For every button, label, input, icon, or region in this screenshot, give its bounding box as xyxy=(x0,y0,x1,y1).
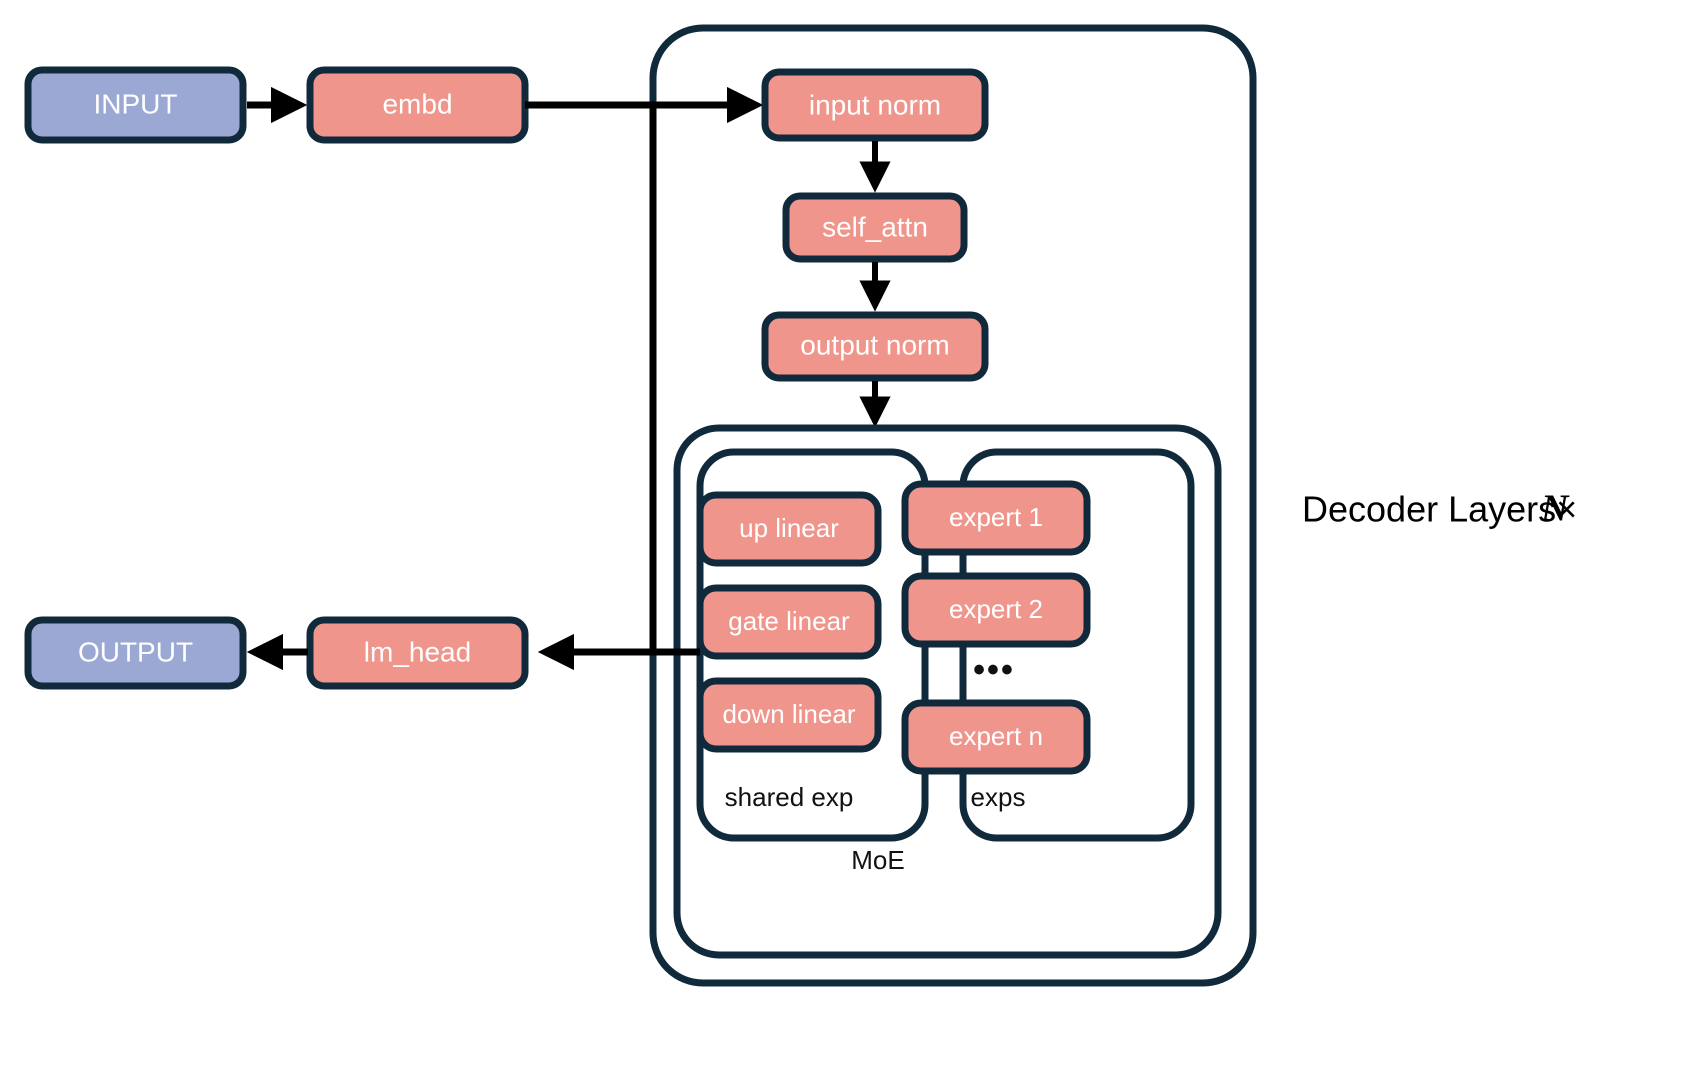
node-embd[interactable]: embd xyxy=(306,66,529,144)
decoder-layers-count: N xyxy=(1540,488,1570,530)
output-node-label: OUTPUT xyxy=(78,636,193,667)
node-expert-2[interactable]: expert 2 xyxy=(901,572,1091,648)
expert-1-label: expert 1 xyxy=(949,502,1043,532)
experts-ellipsis: ••• xyxy=(973,651,1015,689)
expert-1-rect[interactable] xyxy=(901,480,1091,556)
output-norm-rect[interactable] xyxy=(761,311,989,382)
embd-node-label: embd xyxy=(382,88,452,119)
expert-n-label: expert n xyxy=(949,721,1043,751)
up-linear-label: up linear xyxy=(739,513,839,543)
node-input-norm[interactable]: input norm xyxy=(761,68,989,142)
node-self-attn[interactable]: self_attn xyxy=(782,192,968,263)
node-input[interactable]: INPUT xyxy=(24,66,247,144)
expert-2-label: expert 2 xyxy=(949,594,1043,624)
gate-linear-label: gate linear xyxy=(728,606,850,636)
node-down-linear[interactable]: down linear xyxy=(696,677,882,753)
input-norm-label: input norm xyxy=(809,89,941,120)
down-linear-label: down linear xyxy=(723,699,856,729)
expert-n-rect[interactable] xyxy=(901,699,1091,775)
lm-head-label: lm_head xyxy=(364,636,471,667)
input-node-rect[interactable] xyxy=(24,66,247,144)
input-norm-rect[interactable] xyxy=(761,68,989,142)
output-norm-label: output norm xyxy=(800,329,949,360)
node-expert-1[interactable]: expert 1 xyxy=(901,480,1091,556)
moe-label: MoE xyxy=(851,845,904,875)
node-expert-n[interactable]: expert n xyxy=(901,699,1091,775)
node-up-linear[interactable]: up linear xyxy=(696,491,882,567)
self-attn-label: self_attn xyxy=(822,211,928,242)
shared-expert-label: shared exp xyxy=(725,782,854,812)
node-gate-linear[interactable]: gate linear xyxy=(696,584,882,660)
node-output[interactable]: OUTPUT xyxy=(24,616,247,690)
experts-label: exps xyxy=(971,782,1026,812)
node-lm-head[interactable]: lm_head xyxy=(306,616,529,690)
input-node-label: INPUT xyxy=(94,88,178,119)
lm-head-rect[interactable] xyxy=(306,616,529,690)
output-node-rect[interactable] xyxy=(24,616,247,690)
moe-container xyxy=(673,424,1222,959)
node-output-norm[interactable]: output norm xyxy=(761,311,989,382)
expert-2-rect[interactable] xyxy=(901,572,1091,648)
up-linear-rect[interactable] xyxy=(696,491,882,567)
self-attn-rect[interactable] xyxy=(782,192,968,263)
decoder-layers-annotation: Decoder Layers× xyxy=(1302,489,1577,530)
down-linear-rect[interactable] xyxy=(696,677,882,753)
gate-linear-rect[interactable] xyxy=(696,584,882,660)
